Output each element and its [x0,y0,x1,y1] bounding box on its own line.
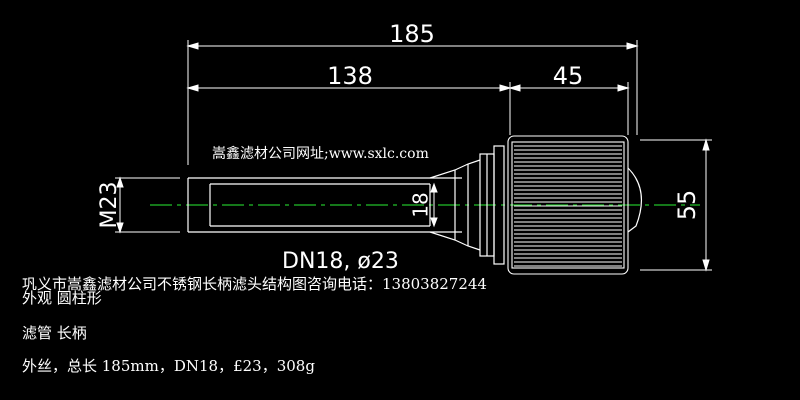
dimension-bore-label: 18 [409,192,433,217]
shank-neck [429,159,481,251]
dimension-overall [186,40,639,165]
dimension-shank-diameter [115,176,180,234]
head-cap [627,167,642,233]
dimension-head-diameter-label: 55 [673,190,701,221]
website-label: 嵩鑫滤材公司网址;www.sxlc.com [212,145,429,162]
dimension-shank-diameter-label: M23 [97,182,122,229]
dimension-head-diameter [640,138,712,272]
flange-nut [479,145,505,265]
dimension-shank-label: 138 [327,62,373,90]
dimension-head [508,82,630,135]
dimension-shank [186,82,512,135]
note-appearance: 外观 圆柱形 [22,289,102,307]
note-specification: 外丝，总长 185mm，DN18，£23，308g [22,357,315,375]
dimension-head-label: 45 [553,62,584,90]
drawing-caption: 巩义市嵩鑫滤材公司不锈钢长柄滤头结构图咨询电话：13803827244 [22,275,487,293]
shank-spec-label: DN18, ø23 [282,249,399,274]
shank-body [187,177,462,233]
dimension-overall-label: 185 [389,20,435,48]
note-filter-tube: 滤管 长柄 [22,324,87,342]
slotted-head [507,135,629,275]
head-slots [514,145,622,267]
dimension-bore [430,182,438,228]
